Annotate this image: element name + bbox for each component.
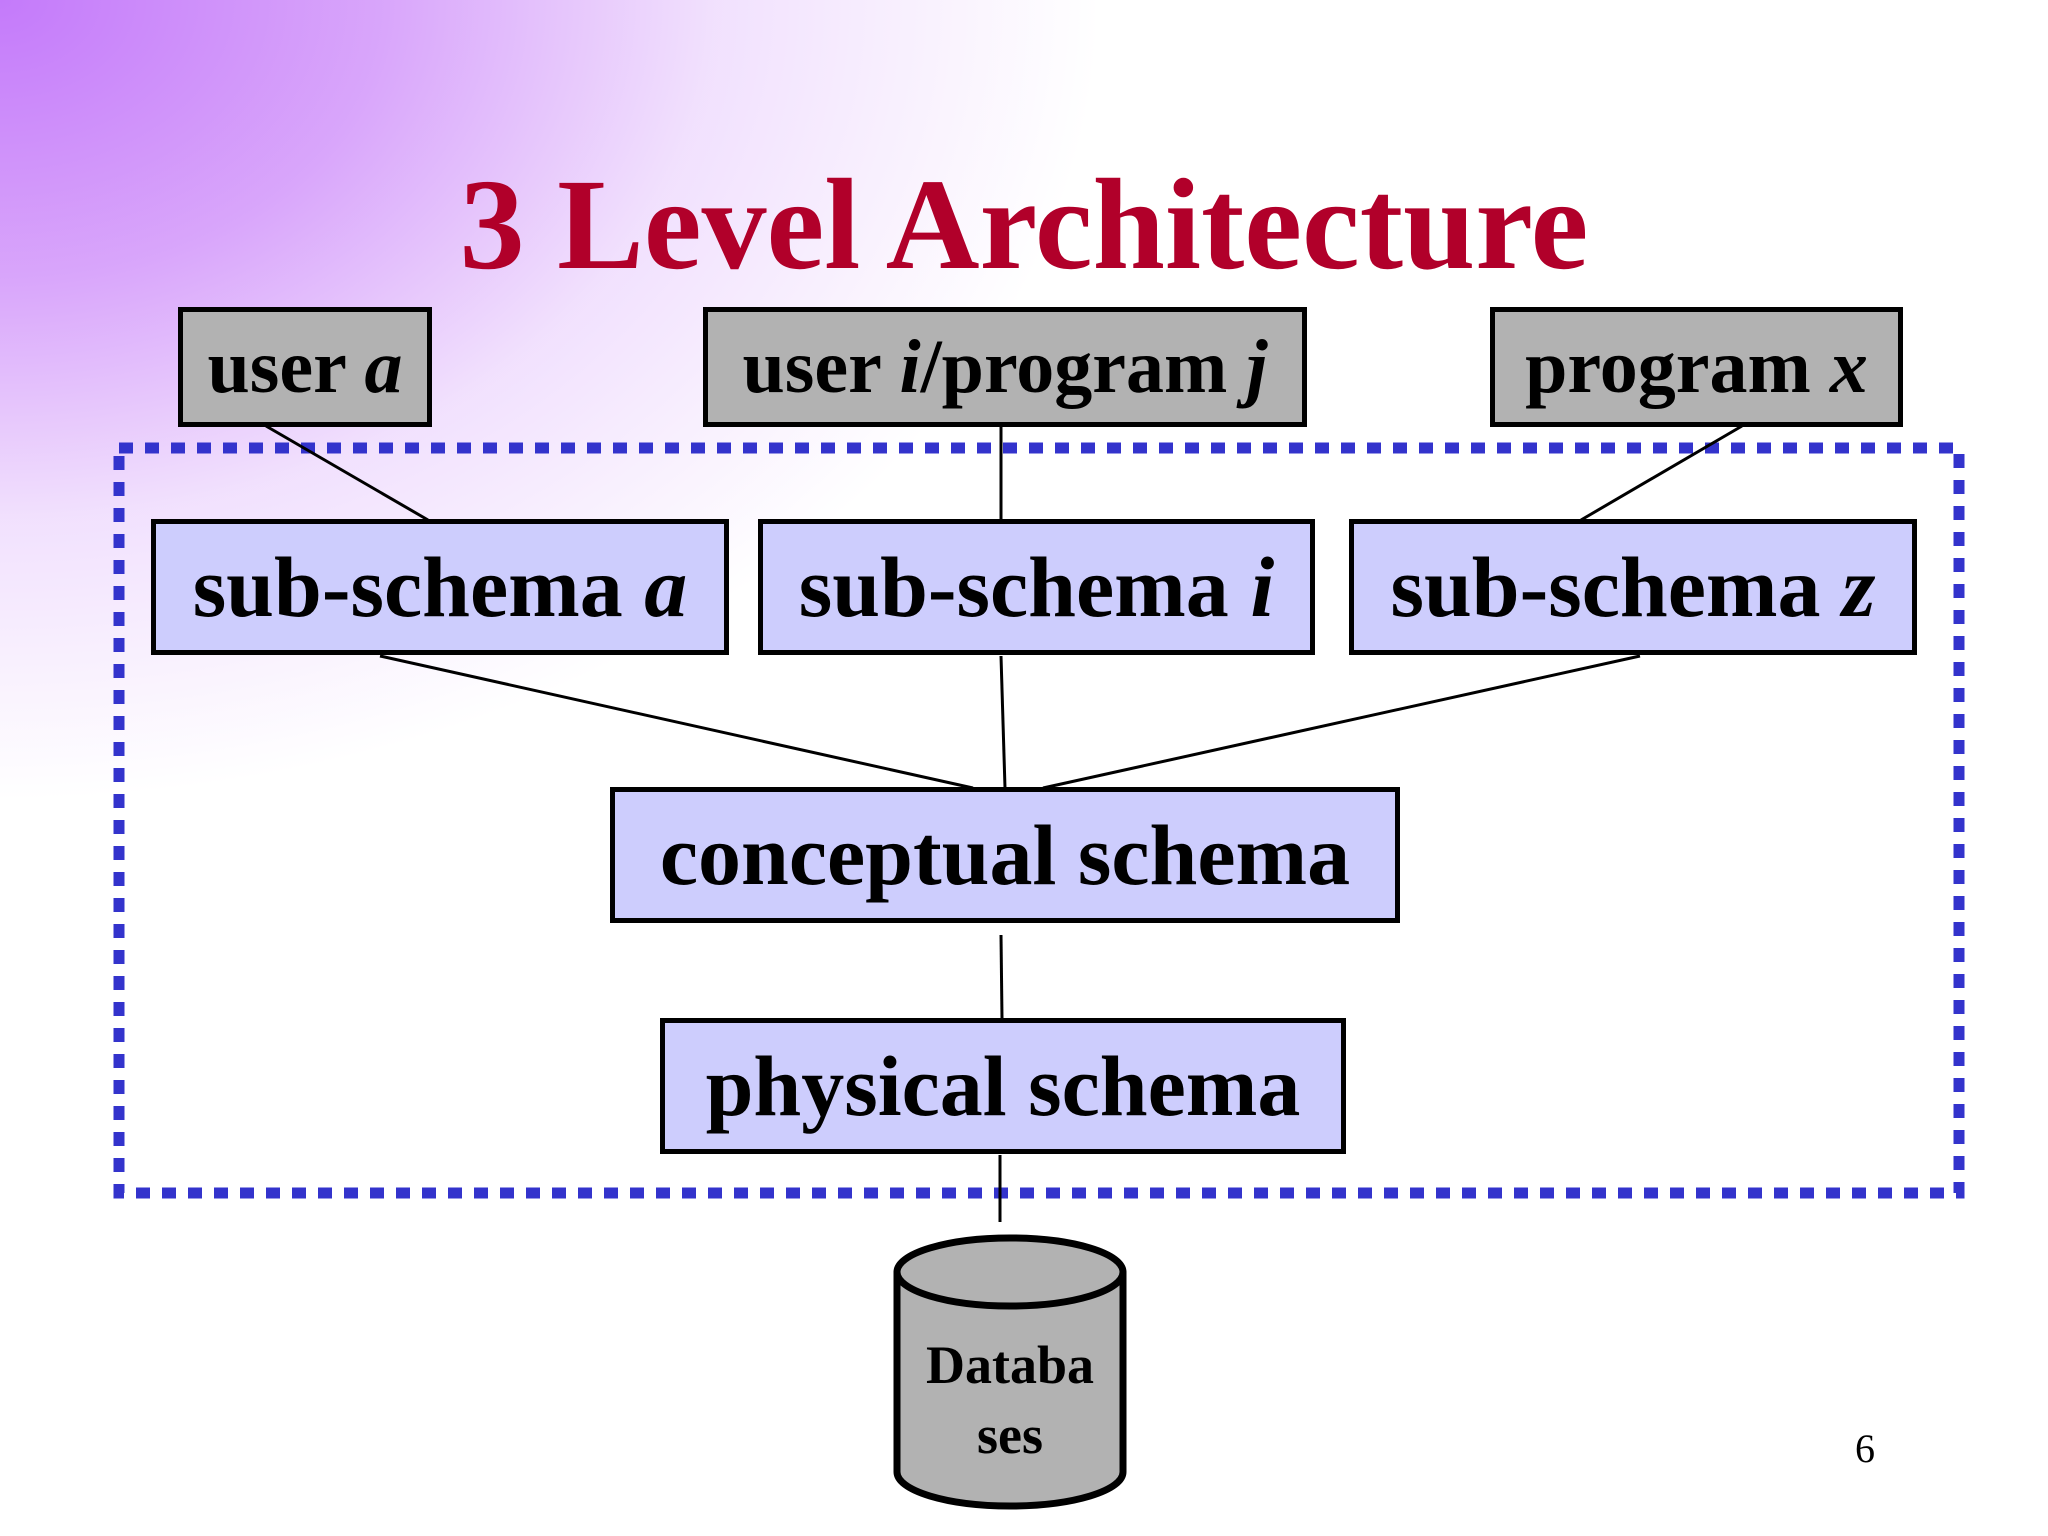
user-i-var: i [899,324,921,409]
user-i-program-j-box: user i /program j [703,307,1307,427]
subschema-a-label: sub-schema [192,539,645,635]
program-j-label: /program [920,324,1247,409]
connector-conceptual [999,934,1004,1019]
user-i-label: user [742,324,900,409]
page-number: 6 [1855,1426,1875,1471]
connector-subschema-i [999,655,1007,789]
conceptual-schema-box: conceptual schema [610,787,1400,923]
conceptual-schema-label: conceptual schema [659,807,1351,903]
program-x-var: x [1829,324,1868,409]
user-a-var: a [364,324,403,409]
user-a-box: user a [178,307,432,427]
database-cylinder [893,1234,1127,1510]
subschema-i-label: sub-schema [798,539,1251,635]
connector-user-a [265,424,429,522]
database-label-line1: Databa [925,1335,1094,1395]
physical-schema-label: physical schema [705,1038,1301,1134]
program-j-var: j [1246,324,1268,409]
user-a-label: user [207,324,365,409]
database-label-line2: ses [977,1405,1043,1465]
subschema-z-var: z [1842,539,1876,635]
subschema-a-var: a [644,539,688,635]
physical-schema-box: physical schema [660,1018,1346,1154]
slide-title: 3 Level Architecture [459,153,1589,297]
subschema-z-box: sub-schema z [1349,519,1917,655]
connector-program-x [1580,424,1743,522]
database-label: Databa ses [900,1330,1120,1470]
program-x-box: program x [1490,307,1903,427]
dbms-boundary [113,442,1965,1199]
connector-subschema-z [1042,654,1641,790]
connector-subschema-a [379,654,974,790]
subschema-z-label: sub-schema [1390,539,1843,635]
subschema-a-box: sub-schema a [151,519,729,655]
subschema-i-var: i [1250,539,1275,635]
subschema-i-box: sub-schema i [758,519,1315,655]
program-x-label: program [1525,324,1830,409]
